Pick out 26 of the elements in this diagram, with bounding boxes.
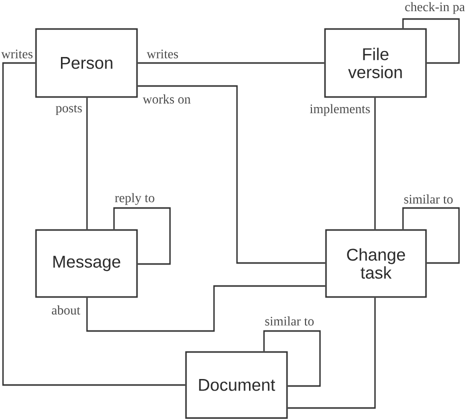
connector-line [402, 207, 460, 264]
entity-box: Change task [325, 229, 427, 298]
connector-line [86, 285, 326, 332]
connector-line [263, 330, 321, 387]
edge-label: implements [309, 104, 371, 116]
edge-label: reply to [114, 192, 156, 206]
connector-line [86, 98, 88, 230]
connector-line [113, 207, 171, 265]
edge-label: works on [142, 94, 192, 104]
entity-box: Person [35, 28, 138, 98]
connector-line [2, 62, 186, 386]
edge-label: similar to [264, 316, 315, 326]
edge-label: writes [146, 49, 179, 59]
edge-label: posts [55, 104, 83, 116]
edge-label: writes [0, 49, 34, 59]
edge-label: about [50, 304, 81, 316]
connector-line [374, 98, 376, 230]
entity-box: File version [324, 28, 427, 98]
connector-line [138, 62, 324, 64]
connector-line [138, 85, 326, 264]
connector-line [402, 18, 460, 64]
edge-label: similar to [403, 194, 454, 204]
entity-box: Document [185, 351, 288, 419]
entity-box: Message [35, 229, 138, 298]
connector-line [288, 298, 376, 409]
edge-label: check-in pa [404, 2, 466, 14]
